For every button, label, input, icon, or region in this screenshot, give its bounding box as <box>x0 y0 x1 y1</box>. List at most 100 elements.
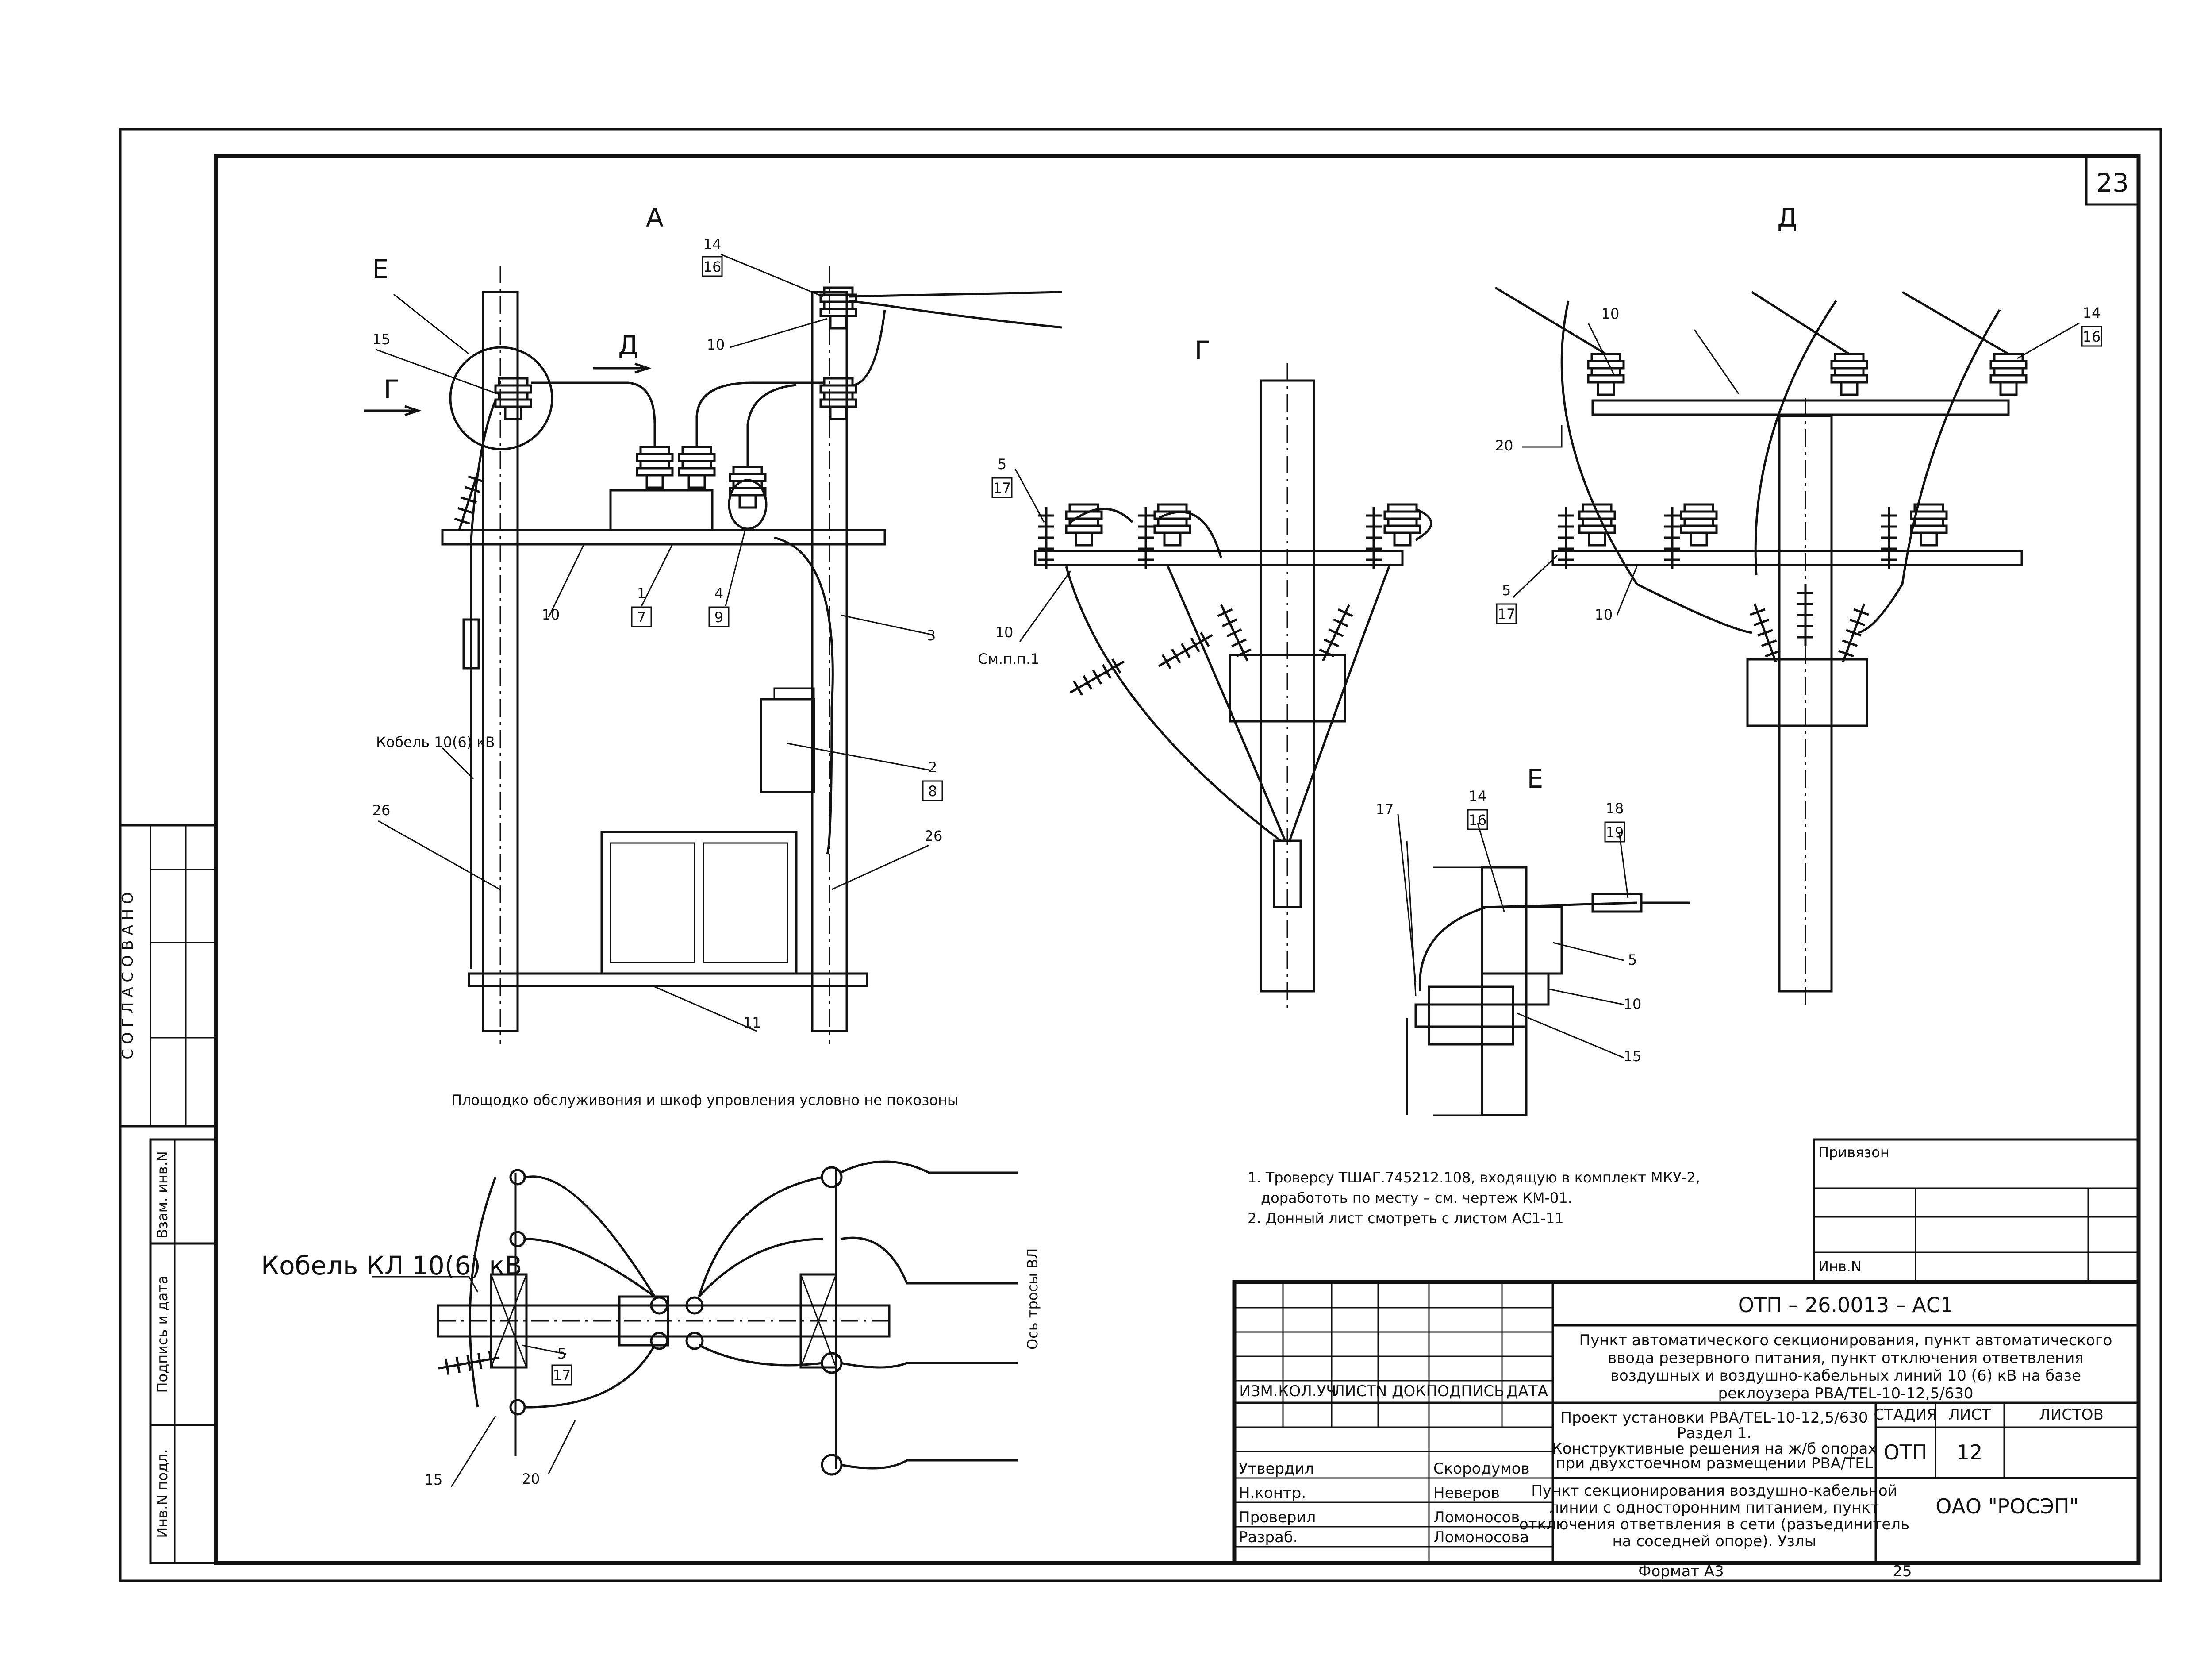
view-e-title: Е <box>1527 764 1544 794</box>
svg-text:4: 4 <box>714 585 723 602</box>
detail-e-circle <box>449 346 553 450</box>
svg-text:Пункт секционирования воздушно: Пункт секционирования воздушно-кабельной <box>1531 1482 1897 1500</box>
stamp-inv-podl: Инв.N подл. <box>154 1449 171 1538</box>
pole-e <box>1481 866 1528 1116</box>
svg-text:10: 10 <box>1601 305 1620 322</box>
svg-text:10: 10 <box>1624 996 1642 1012</box>
svg-text:26: 26 <box>373 802 391 819</box>
svg-text:ЛИСТ: ЛИСТ <box>1333 1382 1376 1400</box>
svg-text:14: 14 <box>2083 304 2101 321</box>
sheet-number-box <box>2085 154 2140 206</box>
svg-text:ЛИСТОВ: ЛИСТОВ <box>2039 1406 2104 1424</box>
view-d-title: Д <box>1777 203 1797 233</box>
svg-text:СТАДИЯ: СТАДИЯ <box>1874 1406 1937 1424</box>
svg-text:при двухстоечном размещении РВ: при двухстоечном размещении РВА/TEL <box>1555 1455 1873 1472</box>
stamp-soglasovano: С О Г Л А С О В А Н О <box>119 892 137 1059</box>
svg-text:10: 10 <box>542 606 560 623</box>
page-number: 25 <box>1893 1563 1912 1580</box>
pole-right <box>811 291 848 1032</box>
recloser-tank <box>609 489 714 531</box>
svg-text:ДАТА: ДАТА <box>1506 1382 1548 1400</box>
recloser-d <box>1746 658 1868 727</box>
svg-text:8: 8 <box>928 783 937 800</box>
svg-text:10: 10 <box>995 624 1014 641</box>
svg-text:Конструктивные решения на ж/б: Конструктивные решения на ж/б опорах <box>1552 1440 1877 1458</box>
view-a-title: А <box>646 203 664 233</box>
view-e: Е 17 14 16 18 19 5 10 15 <box>1376 764 1690 1116</box>
svg-text:15: 15 <box>425 1471 443 1488</box>
svg-text:20: 20 <box>522 1471 540 1487</box>
crossarm-d-bottom <box>1551 550 2023 566</box>
crossarm-d-top <box>1591 399 2010 416</box>
svg-text:16: 16 <box>1469 812 1487 828</box>
svg-text:1: 1 <box>637 585 646 602</box>
svg-text:Е: Е <box>373 254 389 284</box>
svg-text:Ломоносова: Ломоносова <box>1433 1528 1529 1546</box>
svg-text:14: 14 <box>703 236 722 253</box>
svg-text:Проверил: Проверил <box>1239 1509 1316 1526</box>
svg-text:2: 2 <box>928 759 937 776</box>
svg-text:Разраб.: Разраб. <box>1239 1528 1298 1546</box>
svg-text:17: 17 <box>553 1367 571 1384</box>
format-label: Формат А3 <box>1638 1563 1724 1580</box>
svg-text:ПОДПИСЬ: ПОДПИСЬ <box>1426 1382 1505 1400</box>
svg-text:См.п.п.1: См.п.п.1 <box>978 651 1039 667</box>
svg-text:Г: Г <box>384 374 399 404</box>
svg-text:26: 26 <box>925 828 943 844</box>
note-line-2: доработоть по месту – см. чертеж КМ-01. <box>1261 1190 1572 1206</box>
svg-text:3: 3 <box>927 627 936 644</box>
svg-text:Н.контр.: Н.контр. <box>1239 1484 1306 1502</box>
beam-11 <box>468 972 868 987</box>
svg-text:ИЗМ.: ИЗМ. <box>1239 1382 1278 1400</box>
left-stamp: С О Г Л А С О В А Н О Взам. инв.N Подпис… <box>119 824 217 1564</box>
view-a-note: Площодко обслуживония и шкоф упровления … <box>451 1092 958 1109</box>
svg-text:Д: Д <box>618 330 638 360</box>
note-line-3: 2. Донный лист смотреть с листом АС1-11 <box>1248 1210 1564 1227</box>
cable-label: Кобель 10(6) кВ <box>376 734 495 751</box>
svg-text:5: 5 <box>998 456 1006 473</box>
title-block: ИЗМ. КОЛ.УЧ ЛИСТ N ДОК. ПОДПИСЬ ДАТА Утв… <box>1232 1280 2141 1565</box>
control-box-2 <box>760 698 815 793</box>
svg-text:Неверов: Неверов <box>1433 1484 1500 1502</box>
svg-text:16: 16 <box>2083 328 2101 345</box>
plan-cable-label: Кобель КЛ 10(6) кВ <box>261 1251 522 1281</box>
binding-label: Привязон <box>1818 1144 1889 1161</box>
svg-text:Ломоносов: Ломоносов <box>1433 1509 1520 1526</box>
svg-text:12: 12 <box>1957 1440 1983 1464</box>
svg-text:ввода резервного питания, пунк: ввода резервного питания, пункт отключен… <box>1608 1349 2084 1367</box>
view-a: А <box>364 203 1062 1109</box>
service-platform <box>600 831 798 975</box>
svg-text:ОТП: ОТП <box>1884 1440 1928 1464</box>
svg-text:17: 17 <box>993 480 1011 497</box>
svg-text:КОЛ.УЧ: КОЛ.УЧ <box>1278 1382 1336 1400</box>
binding-inv-label: Инв.N <box>1818 1258 1862 1275</box>
svg-text:линии с односторонним питанием: линии с односторонним питанием, пункт <box>1550 1499 1879 1517</box>
svg-text:5: 5 <box>557 1345 566 1362</box>
svg-text:14: 14 <box>1469 788 1487 805</box>
crossarm-10 <box>441 529 886 546</box>
sheet-number: 23 <box>2096 168 2129 198</box>
svg-text:на соседней опоре). Узлы: на соседней опоре). Узлы <box>1612 1532 1816 1550</box>
doc-code: ОТП – 26.0013 – АС1 <box>1738 1293 1953 1317</box>
svg-text:18: 18 <box>1606 800 1624 817</box>
svg-text:отключения ответвления в сети: отключения ответвления в сети (разъедини… <box>1519 1516 1909 1533</box>
svg-text:Скородумов: Скородумов <box>1433 1460 1530 1478</box>
svg-text:Проект установки РВА/TEL-10-12: Проект установки РВА/TEL-10-12,5/630 <box>1561 1409 1868 1427</box>
svg-text:Пункт автоматического секциони: Пункт автоматического секционирования, п… <box>1579 1332 2112 1349</box>
view-g-title: Г <box>1194 335 1210 366</box>
svg-text:5: 5 <box>1628 951 1637 968</box>
plan-view: Кобель КЛ 10(6) кВ 5 17 15 20 Ось тросы … <box>261 1160 1041 1488</box>
svg-text:19: 19 <box>1606 824 1624 841</box>
company-name: ОАО "РОСЭП" <box>1936 1494 2079 1518</box>
view-g: Г 10 См.п.п.1 5 17 <box>978 335 1432 1009</box>
svg-text:20: 20 <box>1495 437 1513 454</box>
svg-text:Раздел 1.: Раздел 1. <box>1677 1424 1752 1442</box>
svg-text:ЛИСТ: ЛИСТ <box>1948 1406 1991 1424</box>
svg-text:15: 15 <box>1624 1048 1642 1065</box>
svg-text:17: 17 <box>1498 606 1516 623</box>
svg-text:11: 11 <box>743 1014 761 1031</box>
svg-text:17: 17 <box>1376 801 1394 818</box>
svg-text:10: 10 <box>1595 606 1613 623</box>
view-d: Д 10 14 16 20 5 17 <box>1494 203 2102 1009</box>
